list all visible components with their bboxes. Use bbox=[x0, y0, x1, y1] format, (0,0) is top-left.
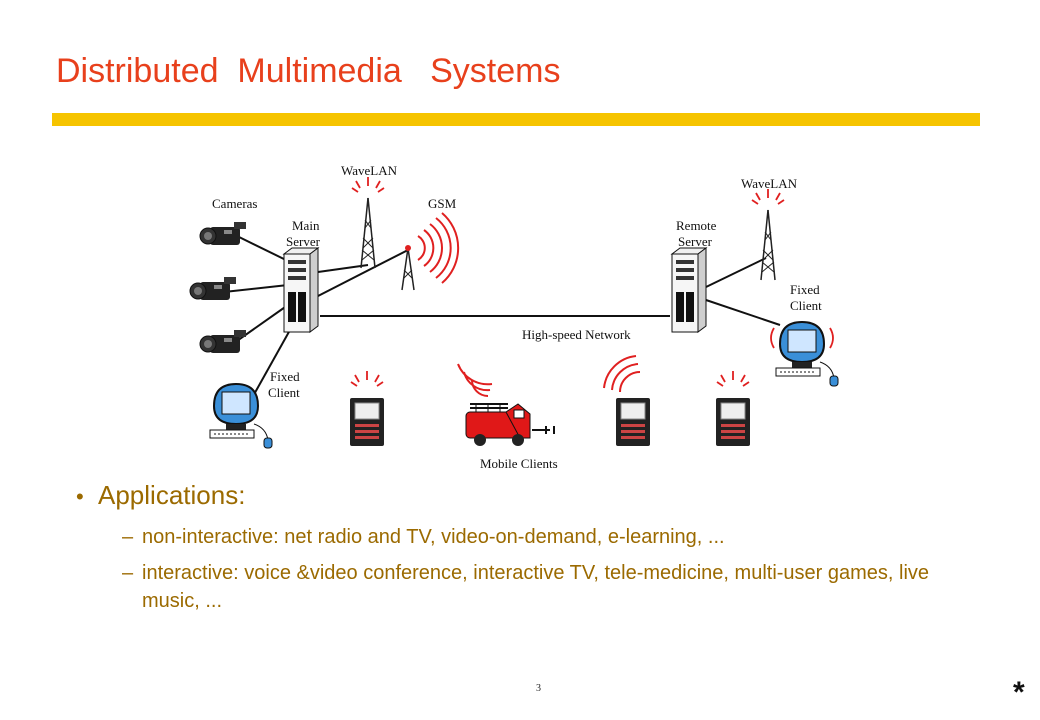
label-wavelan-right: WaveLAN bbox=[741, 176, 798, 191]
bullet-marker: • bbox=[76, 484, 84, 509]
network-diagram: Cameras WaveLAN GSM Main Server WaveLAN … bbox=[189, 163, 839, 471]
camera-icon bbox=[189, 276, 237, 301]
label-gsm: GSM bbox=[428, 196, 457, 211]
sub-bullet-non-interactive: – non-interactive: net radio and TV, vid… bbox=[122, 523, 996, 551]
label-cameras: Cameras bbox=[212, 196, 257, 211]
corner-star-mark: * bbox=[1013, 676, 1025, 709]
sub-bullet-dash: – bbox=[122, 562, 134, 584]
slide-title: Distributed Multimedia Systems bbox=[56, 52, 561, 90]
page-number: 3 bbox=[536, 683, 541, 694]
label-fixed-client-right-2: Client bbox=[790, 298, 822, 313]
camera-icon bbox=[199, 329, 247, 354]
label-remote-server-1: Remote bbox=[676, 218, 717, 233]
sub-bullet-text: non-interactive: net radio and TV, video… bbox=[142, 526, 725, 548]
label-mobile-clients: Mobile Clients bbox=[480, 456, 558, 471]
label-wavelan-left: WaveLAN bbox=[341, 163, 398, 178]
title-rule bbox=[52, 113, 980, 126]
sub-bullet-text: interactive: voice &video conference, in… bbox=[142, 562, 930, 612]
remote-server-icon bbox=[671, 247, 707, 333]
label-main-server-2: Server bbox=[286, 234, 321, 249]
bullet-list: • Applications: – non-interactive: net r… bbox=[76, 480, 996, 623]
label-high-speed-network: High-speed Network bbox=[522, 327, 631, 342]
label-fixed-client-left-1: Fixed bbox=[270, 369, 300, 384]
camera-icon bbox=[199, 221, 247, 246]
label-remote-server-2: Server bbox=[678, 234, 713, 249]
fixed-client-left-icon bbox=[209, 383, 273, 449]
label-fixed-client-right-1: Fixed bbox=[790, 282, 820, 297]
label-fixed-client-left-2: Client bbox=[268, 385, 300, 400]
mobile-tablet-icon bbox=[349, 370, 385, 447]
mobile-tablet-icon bbox=[715, 370, 751, 447]
mobile-tablet-icon bbox=[603, 355, 651, 447]
wavelan-tower-left-icon bbox=[351, 176, 385, 269]
wavelan-tower-right-icon bbox=[751, 188, 785, 281]
sub-bullet-interactive: – interactive: voice &video conference, … bbox=[122, 559, 996, 615]
bullet-heading: Applications: bbox=[98, 480, 246, 510]
sub-bullet-dash: – bbox=[122, 526, 134, 548]
bullet-applications: • Applications: bbox=[76, 480, 996, 511]
main-server-icon bbox=[283, 247, 319, 333]
fixed-client-right-icon bbox=[770, 321, 839, 387]
gsm-tower-icon bbox=[401, 212, 460, 291]
fire-truck-icon bbox=[457, 363, 555, 446]
label-main-server-1: Main bbox=[292, 218, 320, 233]
